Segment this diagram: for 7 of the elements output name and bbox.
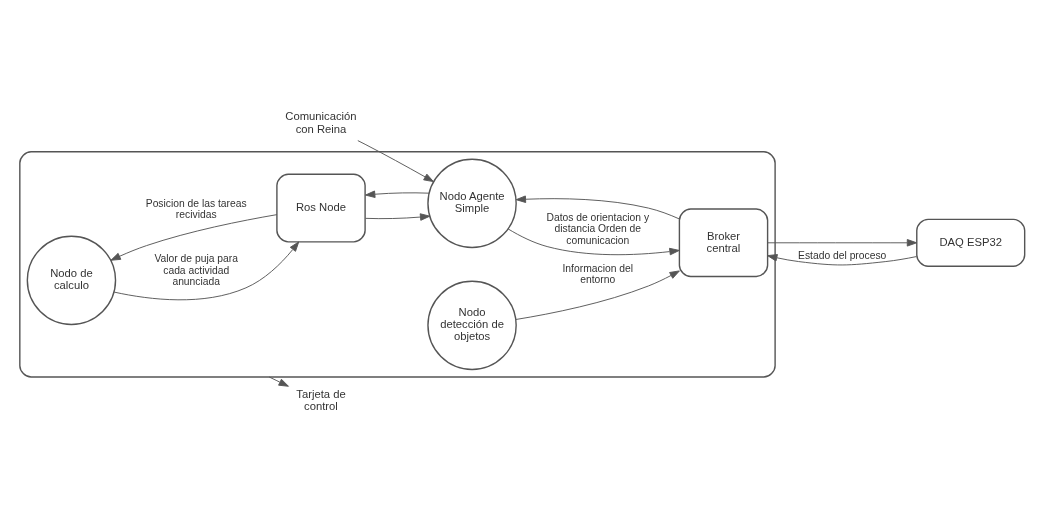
edge-label: Informacion del entorno [562, 262, 634, 285]
edge-label: Datos de orientacion y distancia Orden de comunicacion [546, 212, 650, 246]
edge-label: Estado del proceso [798, 249, 887, 261]
edge-label: Valor de puja para cada actividad anunciada [154, 253, 238, 287]
node-text: Tarjeta de control [296, 388, 346, 413]
node-text: Comunicación con Reina [285, 110, 357, 135]
edge-label: Posicion de las tareas recividas [145, 197, 247, 221]
